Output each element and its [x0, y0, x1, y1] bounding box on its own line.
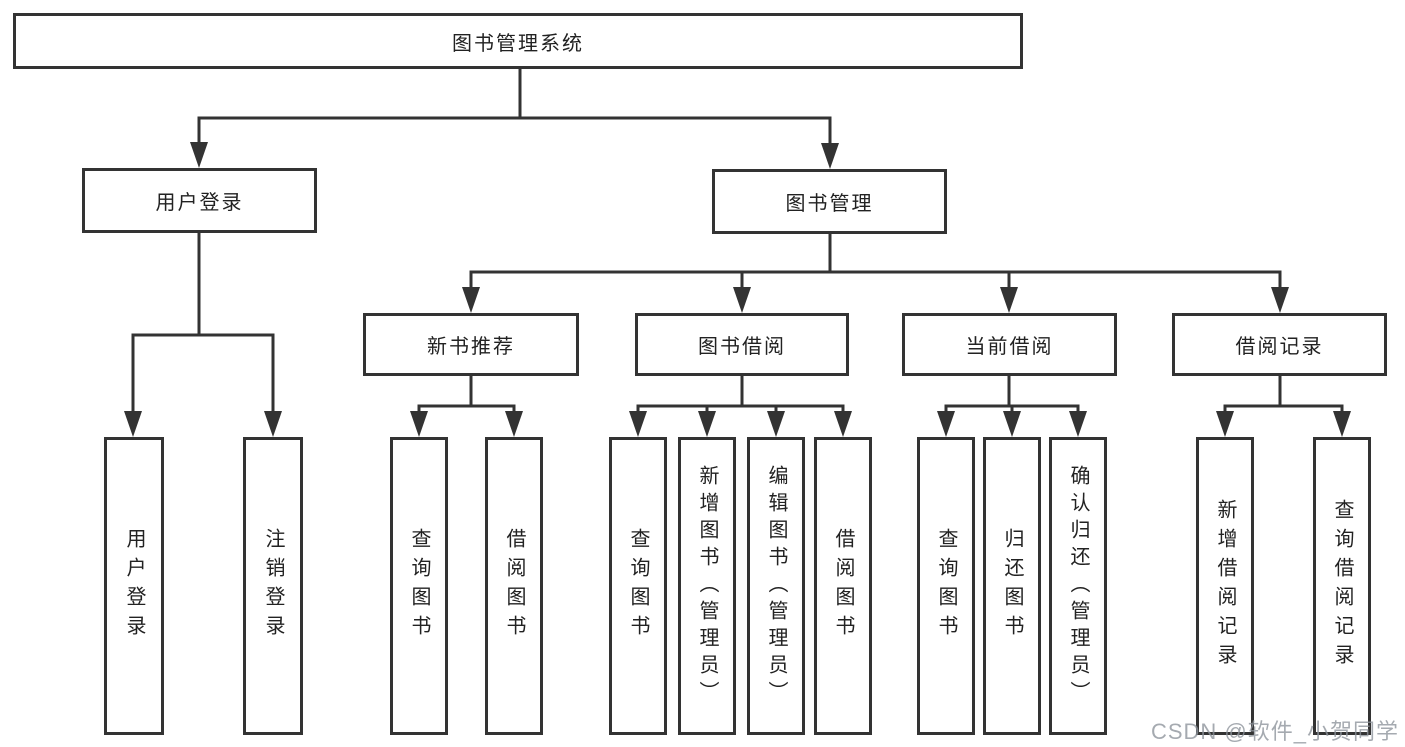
- node-borrow-records-label: 借阅记录: [1235, 336, 1324, 358]
- connector-current-borrow-to-leaves: [937, 374, 1087, 437]
- node-user-login: 用户登录: [82, 168, 317, 233]
- leaf-add-borrow-record-label: 新增借阅记录: [1214, 499, 1236, 673]
- node-book-borrow: 图书借阅: [635, 313, 849, 376]
- leaf-user-login-label: 用户登录: [123, 528, 145, 644]
- leaf-logout-label: 注销登录: [262, 528, 284, 644]
- leaf-query-books-recommend: 查询图书: [390, 437, 448, 735]
- leaf-logout: 注销登录: [243, 437, 303, 735]
- leaf-add-borrow-record: 新增借阅记录: [1196, 437, 1254, 735]
- leaf-query-books-borrow: 查询图书: [609, 437, 667, 735]
- connector-book-borrow-to-leaves: [629, 374, 852, 437]
- leaf-query-books-recommend-label: 查询图书: [408, 528, 430, 644]
- connector-borrow-records-to-leaves: [1216, 374, 1351, 437]
- leaf-query-books-borrow-label: 查询图书: [627, 528, 649, 644]
- leaf-borrow-books-label: 借阅图书: [832, 528, 854, 644]
- leaf-borrow-books-recommend-label: 借阅图书: [503, 528, 525, 644]
- leaf-add-book-admin-label: 新增图书（管理员）: [696, 464, 718, 708]
- leaf-return-books-label: 归还图书: [1001, 528, 1023, 644]
- leaf-return-books: 归还图书: [983, 437, 1041, 735]
- connector-book-management-to-level3: [462, 232, 1289, 313]
- leaf-confirm-return-admin: 确认归还（管理员）: [1049, 437, 1107, 735]
- node-book-management: 图书管理: [712, 169, 947, 234]
- node-book-borrow-label: 图书借阅: [698, 336, 786, 358]
- node-book-management-label: 图书管理: [785, 193, 874, 215]
- connector-user-login-to-leaves: [124, 231, 282, 437]
- leaf-borrow-books: 借阅图书: [814, 437, 872, 735]
- node-root: 图书管理系统: [13, 13, 1023, 69]
- node-user-login-label: 用户登录: [155, 192, 244, 214]
- node-borrow-records: 借阅记录: [1172, 313, 1387, 376]
- node-current-borrow: 当前借阅: [902, 313, 1117, 376]
- node-new-book-recommend: 新书推荐: [363, 313, 579, 376]
- leaf-query-borrow-record-label: 查询借阅记录: [1331, 499, 1353, 673]
- leaf-borrow-books-recommend: 借阅图书: [485, 437, 543, 735]
- node-root-label: 图书管理系统: [452, 32, 584, 55]
- leaf-query-books-current: 查询图书: [917, 437, 975, 735]
- connector-root-to-level2: [190, 67, 839, 169]
- watermark: CSDN @软件_小贺同学: [1150, 719, 1399, 744]
- leaf-edit-book-admin: 编辑图书（管理员）: [747, 437, 805, 735]
- leaf-user-login: 用户登录: [104, 437, 164, 735]
- connector-new-book-recommend-to-leaves: [410, 374, 523, 437]
- leaf-edit-book-admin-label: 编辑图书（管理员）: [765, 464, 787, 708]
- node-current-borrow-label: 当前借阅: [965, 336, 1054, 358]
- leaf-add-book-admin: 新增图书（管理员）: [678, 437, 736, 735]
- leaf-confirm-return-admin-label: 确认归还（管理员）: [1067, 464, 1089, 708]
- leaf-query-borrow-record: 查询借阅记录: [1313, 437, 1371, 735]
- leaf-query-books-current-label: 查询图书: [935, 528, 957, 644]
- node-new-book-recommend-label: 新书推荐: [427, 336, 515, 358]
